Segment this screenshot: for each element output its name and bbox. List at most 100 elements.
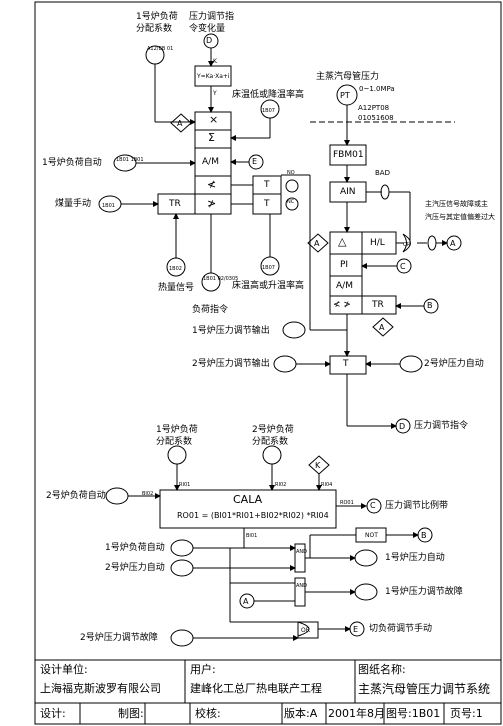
main-pressure-range: 0~1.0MPa <box>359 85 395 93</box>
low-temp-label: 床温低或降温率高 <box>232 90 305 100</box>
lt-block: ≮ <box>207 178 217 191</box>
cala-title: CALA <box>233 493 263 506</box>
label-pressure-adj: 压力调节指令变化量 <box>189 12 235 34</box>
sheet-border <box>34 1 502 725</box>
label-coal-manual: 煤量手动 <box>55 199 92 209</box>
lt-gt-block: ≮ ≯ <box>333 300 351 310</box>
label-boiler2-auto: 2号炉压力自动 <box>424 359 484 369</box>
delta-block: △ <box>338 235 347 248</box>
y-label: Y <box>213 90 217 97</box>
not-gate: NOT <box>365 532 378 539</box>
connector-a-5: A <box>243 597 249 606</box>
drafter-cell: 制图: <box>118 707 144 720</box>
ri01-label: RI01 <box>179 482 191 488</box>
date-cell: 2001年8月 <box>328 707 385 720</box>
ro01-label: RO01 <box>340 500 354 506</box>
label-boiler1-auto: 1号炉负荷自动 <box>42 158 102 168</box>
designer-cell: 设计: <box>40 707 66 720</box>
label-heat-signal: 热量信号 <box>158 283 195 293</box>
no-label: NO <box>287 170 295 176</box>
page-cell: 页号:1 <box>450 707 483 720</box>
tag-1b03: 1B01 <box>102 203 115 209</box>
user-label: 用户: <box>190 663 216 676</box>
t-switch-2: T <box>264 199 270 209</box>
ri02-label: RI02 <box>275 482 287 488</box>
sum-block: Σ <box>208 131 215 144</box>
bi02-label: BI02 <box>142 491 154 497</box>
pi-block: PI <box>340 260 349 270</box>
label-boiler1-dist: 1号炉负荷分配系数 <box>136 12 178 34</box>
label-ratio-out: 压力调节比例带 <box>385 501 449 511</box>
tag-a12bb01-label: A12/BB 01 <box>147 46 174 52</box>
fault-label: 主汽压信号故障或主汽压与其定值偏差过大 <box>425 200 495 221</box>
connector-a-4: A <box>379 323 385 332</box>
design-unit-label: 设计单位: <box>40 663 88 676</box>
bi01-label: BI01 <box>246 533 258 539</box>
user: 建峰化工总厂热电联产工程 <box>190 682 322 695</box>
tag-1b01-load: 1B01 02/0305 <box>203 276 239 282</box>
tag-01051608: 01051608 <box>358 114 394 122</box>
tr-block: TR <box>169 199 181 209</box>
hl-block: H/L <box>370 238 385 248</box>
fbm-block: FBM01 <box>333 150 364 160</box>
connector-k: K <box>315 461 321 470</box>
label-boiler2-press-auto: 2号炉压力自动 <box>105 563 165 573</box>
label-boiler2-load-auto: 2号炉负荷自动 <box>46 491 106 501</box>
drawing-name: 主蒸汽母管压力调节系统 <box>358 682 491 696</box>
ri04-label: RI04 <box>321 482 333 488</box>
label-boiler2-out: 2号炉压力调节输出 <box>192 359 270 369</box>
and-gate-1: AND <box>296 549 308 555</box>
xfer-block <box>194 65 232 87</box>
checker-cell: 校核: <box>195 707 221 720</box>
label-switch-manual: 切负荷调节手动 <box>369 624 433 634</box>
label-out-boiler1-auto: 1号炉压力自动 <box>385 553 445 563</box>
connector-e: E <box>252 157 258 166</box>
label-load-cmd: 负荷指令 <box>192 305 229 315</box>
drawing-no-cell: 图号:1B01 <box>386 707 441 720</box>
label-b2-dist: 2号炉负荷分配系数 <box>252 425 294 447</box>
t-block: T <box>343 359 349 369</box>
connector-d: D <box>399 422 406 431</box>
high-temp-label: 床温高或升温率高 <box>232 281 305 291</box>
connector-a-2: A <box>314 239 320 248</box>
tag-1b07-high: 1B07 <box>262 265 275 271</box>
tag-1b07-low: 1B07 <box>262 108 275 114</box>
or-gate-2: OR <box>301 627 310 634</box>
label-boiler1-out: 1号炉压力调节输出 <box>192 326 270 336</box>
label-out-boiler1-fault: 1号炉压力调节故障 <box>385 587 463 597</box>
or-gate: OR <box>403 242 411 248</box>
am-block: A/M <box>202 157 219 167</box>
k-label: K <box>213 58 217 65</box>
label-boiler2-press-fault: 2号炉压力调节故障 <box>80 633 158 643</box>
design-unit: 上海福克斯波罗有限公司 <box>40 682 161 695</box>
t-switch-1: T <box>264 180 270 190</box>
am-block-2: A/M <box>336 281 353 291</box>
ain-block: AIN <box>340 187 356 197</box>
label-b1-dist: 1号炉负荷分配系数 <box>156 425 198 447</box>
xfer-block-label: Y=Ka·Xa+i <box>197 73 230 80</box>
label-pressure-cmd: 压力调节指令 <box>414 421 469 431</box>
tag-1b01-pair: 1B01 1B01 <box>116 157 144 163</box>
mult-block: × <box>209 113 219 126</box>
and-gate-2: AND <box>296 583 308 589</box>
main-pressure-title: 主蒸汽母管压力 <box>316 72 380 82</box>
version-cell: 版本:A <box>284 707 318 720</box>
nc-label: NC <box>287 199 295 205</box>
connector-a: A <box>177 119 183 128</box>
tr-block-2: TR <box>372 300 384 310</box>
connector-d-label: D <box>206 36 213 45</box>
cala-formula: RO01 = (BI01*RI01+BI02*RI02) *RI04 <box>177 511 329 520</box>
pt-label: PT <box>340 91 350 100</box>
tag-a12pt08: A12PT08 <box>358 104 390 112</box>
connector-e-2: E <box>353 625 359 634</box>
connector-c: C <box>400 262 406 271</box>
label-boiler1-load-auto: 1号炉负荷自动 <box>105 543 165 553</box>
gt-block: ≯ <box>207 197 217 210</box>
bad-label: BAD <box>375 169 390 177</box>
connector-b: B <box>427 301 433 310</box>
connector-b-2: B <box>421 531 427 540</box>
drawing-label: 图纸名称: <box>358 663 406 676</box>
connector-a-3: A <box>450 239 456 248</box>
